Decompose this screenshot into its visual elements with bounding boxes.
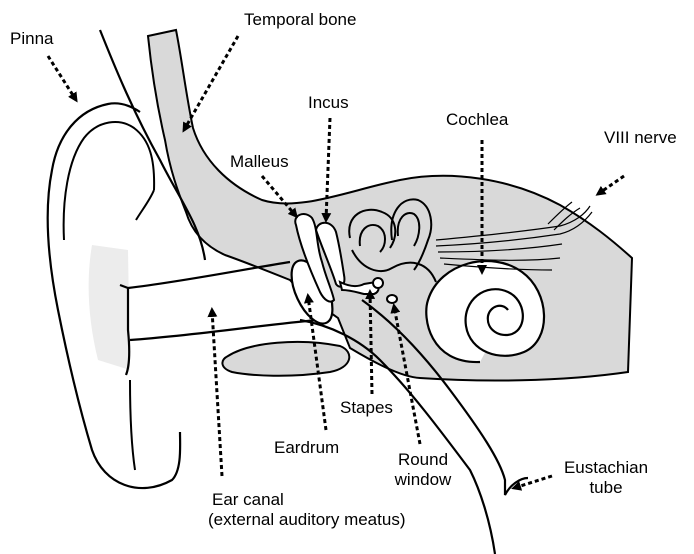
label-malleus: Malleus [230,152,289,172]
label-ear-canal-line1: Ear canal [208,490,405,510]
eustachian-arrow [514,476,552,488]
pinna-helix [136,190,154,220]
label-pinna: Pinna [10,29,53,49]
round-window-shape [387,295,397,303]
lower-bone-piece [222,342,349,376]
viii-nerve-arrow [598,176,624,194]
stapes-arrow [370,292,372,394]
label-eustachian-tube: Eustachian tube [558,458,654,498]
label-eardrum: Eardrum [274,438,339,458]
label-eustachian-line1: Eustachian [558,458,654,478]
label-cochlea: Cochlea [446,110,508,130]
temporal-bone-region [148,30,632,380]
label-stapes: Stapes [340,398,393,418]
label-ear-canal-line2: (external auditory meatus) [208,510,405,530]
label-viii-nerve: VIII nerve [604,128,677,148]
label-round-window-line2: window [388,470,458,490]
label-temporal-bone: Temporal bone [244,10,356,30]
oval-window [373,278,383,288]
pinna-arrow [48,56,76,100]
label-eustachian-line2: tube [558,478,654,498]
pinna-lobe [130,380,135,470]
label-round-window: Round window [388,450,458,490]
pinna-inner-fold [64,122,154,240]
temporal-bone-arrow [184,36,238,130]
label-round-window-line1: Round [388,450,458,470]
label-ear-canal: Ear canal (external auditory meatus) [208,490,405,530]
cochlea-spiral [426,261,544,362]
label-incus: Incus [308,93,349,113]
ear-canal-arrow [212,310,222,476]
